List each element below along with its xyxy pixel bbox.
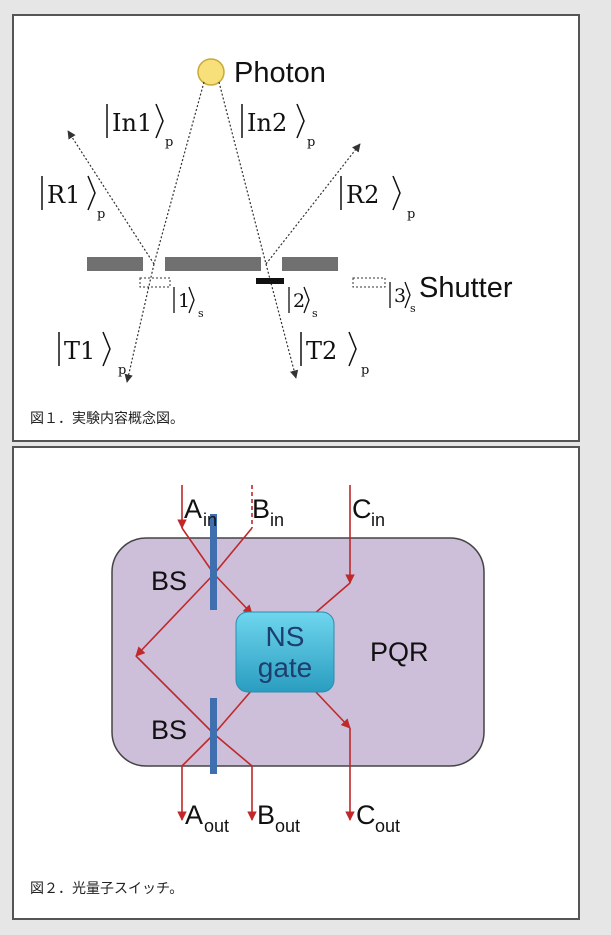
path-t1	[124, 263, 155, 383]
svg-text:s: s	[312, 307, 318, 320]
svg-text:A: A	[185, 800, 203, 830]
path-gate-to-c	[313, 689, 351, 729]
path-b-to-bs	[213, 527, 253, 575]
svg-text:s: s	[410, 302, 416, 315]
ket-shutter-3: 3 s	[389, 281, 416, 315]
shutter-label: Shutter	[419, 272, 513, 304]
path-gate-to-bs	[213, 689, 253, 735]
ns-gate-box	[235, 611, 335, 693]
svg-text:C: C	[356, 800, 376, 830]
label-b-in: B in	[252, 494, 284, 530]
ket-t2: T2 p	[300, 331, 369, 378]
figure1-diagram: Photon In1 p In2 p R1 p R2 p	[41, 57, 513, 383]
label-a-in: A in	[184, 494, 217, 530]
svg-text:out: out	[375, 816, 400, 836]
svg-text:R1: R1	[47, 181, 80, 209]
ket-r2: R2 p	[340, 175, 415, 222]
beam-splitter-bottom	[210, 698, 217, 774]
splitter-bar-middle	[165, 257, 261, 271]
figure1-panel: Photon In1 p In2 p R1 p R2 p	[12, 14, 580, 442]
ket-t1: T1 p	[58, 331, 126, 378]
svg-text:B: B	[257, 800, 275, 830]
path-in1	[153, 81, 205, 265]
svg-text:B: B	[252, 494, 270, 524]
figure2-caption: 図２．光量子スイッチ。	[30, 881, 184, 897]
splitter-bar-left	[87, 257, 143, 271]
path-a-to-bs	[181, 527, 215, 575]
ns-gate-line1: NS	[266, 621, 305, 652]
svg-text:1: 1	[178, 290, 190, 312]
label-b-out: B out	[257, 800, 300, 836]
path-left-to-bs	[135, 655, 215, 735]
svg-text:2: 2	[293, 290, 305, 312]
shutter-3-open	[352, 277, 386, 288]
figure1-caption: 図１．実験内容概念図。	[30, 411, 184, 427]
path-r1	[67, 130, 155, 265]
shutter-2-closed	[256, 278, 284, 284]
svg-text:p: p	[307, 135, 315, 150]
ket-in2: In2 p	[241, 103, 315, 150]
pqr-label: PQR	[370, 637, 429, 667]
svg-text:p: p	[407, 207, 415, 222]
svg-text:in: in	[203, 510, 217, 530]
ns-gate-line2: gate	[258, 652, 313, 683]
svg-text:in: in	[270, 510, 284, 530]
svg-text:T1: T1	[64, 337, 95, 365]
ket-in1: In1 p	[106, 103, 173, 150]
svg-text:In2: In2	[247, 109, 287, 137]
label-c-in: C in	[352, 494, 385, 530]
svg-text:T2: T2	[306, 337, 337, 365]
ket-shutter-1: 1 s	[173, 286, 204, 320]
photon-label: Photon	[234, 57, 326, 89]
figure2-diagram: NS gate BS BS PQR A in B in C in A out B…	[111, 485, 485, 836]
bs-bottom-label: BS	[151, 715, 187, 745]
svg-text:In1: In1	[112, 109, 152, 137]
path-c-to-gate	[313, 582, 351, 615]
svg-text:C: C	[352, 494, 372, 524]
label-a-out: A out	[185, 800, 229, 836]
svg-text:out: out	[204, 816, 229, 836]
photon-icon	[197, 58, 225, 86]
path-bs-to-b-out	[213, 733, 253, 767]
splitter-bar-right	[282, 257, 338, 271]
svg-text:3: 3	[394, 285, 406, 307]
ket-r1: R1 p	[41, 175, 105, 222]
bs-top-label: BS	[151, 566, 187, 596]
path-bs-to-a-out	[181, 733, 215, 767]
svg-text:A: A	[184, 494, 202, 524]
path-bs-reflect-left	[135, 573, 215, 657]
path-bs-to-gate	[213, 573, 253, 615]
svg-text:p: p	[361, 363, 369, 378]
svg-text:p: p	[165, 135, 173, 150]
path-r2	[265, 143, 361, 265]
svg-text:R2: R2	[346, 181, 379, 209]
beam-splitter-top	[210, 514, 217, 610]
svg-text:p: p	[97, 207, 105, 222]
label-c-out: C out	[356, 800, 400, 836]
svg-text:p: p	[118, 363, 126, 378]
figure2-panel: NS gate BS BS PQR A in B in C in A out B…	[12, 446, 580, 920]
shutter-1-open	[139, 277, 171, 288]
svg-text:out: out	[275, 816, 300, 836]
svg-text:s: s	[198, 307, 204, 320]
svg-text:in: in	[371, 510, 385, 530]
ket-shutter-2: 2 s	[288, 286, 318, 320]
path-in2	[218, 81, 267, 265]
